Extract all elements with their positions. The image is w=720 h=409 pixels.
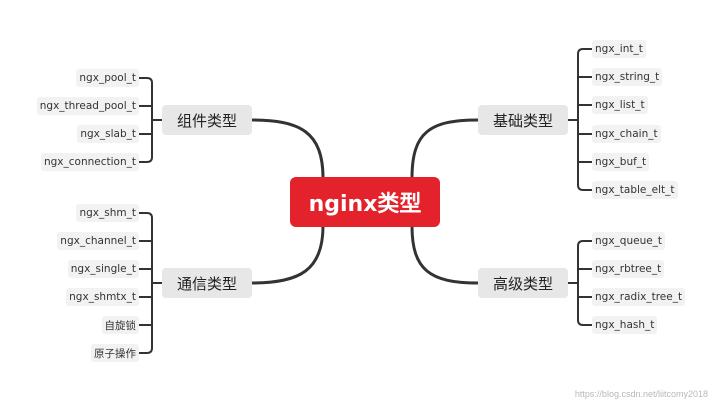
leaf-ngx-radix-tree-t[interactable]: ngx_radix_tree_t (592, 288, 686, 306)
edge-root-communication (250, 224, 325, 285)
branch-node-component[interactable]: 组件类型 (162, 105, 252, 135)
leaf-spinlock[interactable]: 自旋锁 (101, 316, 139, 334)
leaf-ngx-table-elt-t[interactable]: ngx_table_elt_t (592, 181, 678, 199)
leaf-ngx-connection-t[interactable]: ngx_connection_t (40, 153, 139, 171)
leaf-ngx-shm-t[interactable]: ngx_shm_t (76, 204, 139, 222)
leaf-ngx-thread-pool-t[interactable]: ngx_thread_pool_t (36, 97, 139, 115)
leaf-ngx-rbtree-t[interactable]: ngx_rbtree_t (592, 260, 665, 278)
leaf-ngx-slab-t[interactable]: ngx_slab_t (77, 125, 139, 143)
edge-basic-bracket (577, 48, 593, 191)
leaf-ngx-pool-t[interactable]: ngx_pool_t (76, 69, 139, 87)
branch-node-advanced[interactable]: 高级类型 (478, 268, 568, 298)
edge-root-advanced (410, 224, 480, 285)
leaf-ngx-buf-t[interactable]: ngx_buf_t (592, 153, 650, 171)
leaf-ngx-list-t[interactable]: ngx_list_t (592, 96, 648, 114)
branch-node-communication[interactable]: 通信类型 (162, 268, 252, 298)
leaf-ngx-queue-t[interactable]: ngx_queue_t (592, 232, 666, 250)
leaf-atomic-ops[interactable]: 原子操作 (91, 344, 139, 362)
edge-root-basic (410, 118, 480, 180)
leaf-ngx-channel-t[interactable]: ngx_channel_t (57, 232, 139, 250)
edge-advanced-bracket (577, 240, 593, 326)
edge-communication-bracket (138, 212, 153, 354)
leaf-ngx-int-t[interactable]: ngx_int_t (592, 40, 646, 58)
leaf-ngx-chain-t[interactable]: ngx_chain_t (592, 125, 661, 143)
edge-component-bracket (138, 77, 153, 163)
leaf-ngx-hash-t[interactable]: ngx_hash_t (592, 316, 658, 334)
leaf-ngx-string-t[interactable]: ngx_string_t (592, 68, 663, 86)
leaf-ngx-single-t[interactable]: ngx_single_t (67, 260, 139, 278)
leaf-ngx-shmtx-t[interactable]: ngx_shmtx_t (66, 288, 139, 306)
edge-root-component (250, 118, 325, 180)
root-node[interactable]: nginx类型 (290, 177, 440, 227)
branch-node-basic[interactable]: 基础类型 (478, 105, 568, 135)
watermark-text: https://blog.csdn.net/liitcomy2018 (574, 389, 708, 399)
